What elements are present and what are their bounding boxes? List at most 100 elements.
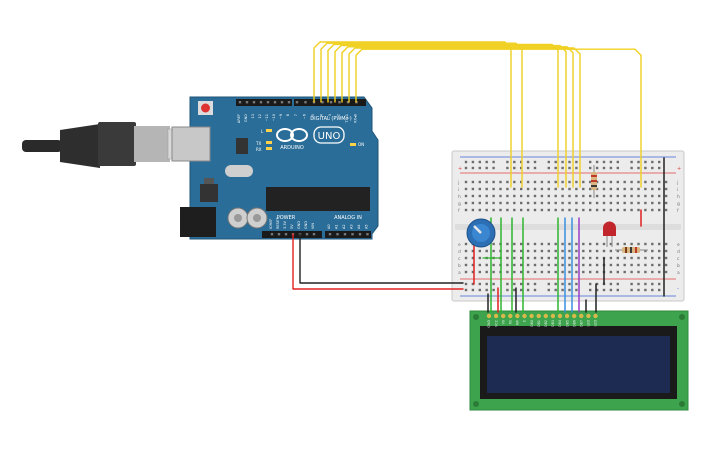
rail-hole[interactable] — [644, 160, 647, 164]
lcd-pin[interactable] — [501, 313, 506, 319]
breadboard-hole[interactable] — [533, 208, 537, 212]
breadboard-hole[interactable] — [464, 270, 468, 274]
breadboard-hole[interactable] — [582, 242, 585, 246]
rail-hole[interactable] — [602, 160, 606, 164]
breadboard-hole[interactable] — [478, 256, 481, 260]
breadboard-hole[interactable] — [651, 180, 654, 184]
breadboard-hole[interactable] — [664, 256, 668, 260]
breadboard-hole[interactable] — [540, 187, 544, 191]
breadboard-hole[interactable] — [471, 263, 475, 267]
breadboard-hole[interactable] — [520, 249, 523, 253]
rail-hole[interactable] — [630, 160, 633, 164]
breadboard-hole[interactable] — [533, 180, 537, 184]
breadboard-hole[interactable] — [506, 180, 509, 184]
breadboard-hole[interactable] — [547, 242, 550, 246]
breadboard-hole[interactable] — [547, 201, 550, 205]
breadboard-hole[interactable] — [623, 180, 626, 184]
rail-hole[interactable] — [602, 166, 606, 170]
breadboard-hole[interactable] — [589, 180, 592, 184]
breadboard-hole[interactable] — [644, 187, 647, 191]
breadboard-hole[interactable] — [540, 242, 544, 246]
breadboard-hole[interactable] — [623, 270, 626, 274]
power-pin[interactable] — [270, 233, 274, 236]
lcd-pin[interactable] — [586, 313, 591, 319]
breadboard-hole[interactable] — [637, 256, 640, 260]
breadboard-hole[interactable] — [561, 242, 564, 246]
breadboard-hole[interactable] — [533, 270, 537, 274]
digital-pin[interactable] — [304, 101, 307, 104]
rail-hole[interactable] — [554, 282, 557, 286]
breadboard-hole[interactable] — [651, 270, 654, 274]
potentiometer[interactable] — [466, 218, 496, 248]
breadboard-hole[interactable] — [478, 270, 481, 274]
breadboard-hole[interactable] — [547, 263, 550, 267]
breadboard-hole[interactable] — [485, 249, 488, 253]
breadboard-hole[interactable] — [609, 201, 613, 205]
breadboard-hole[interactable] — [582, 187, 585, 191]
lcd-pin[interactable] — [557, 313, 563, 319]
breadboard-hole[interactable] — [520, 194, 523, 198]
breadboard-hole[interactable] — [554, 194, 557, 198]
rail-hole[interactable] — [609, 166, 613, 170]
breadboard-hole[interactable] — [561, 180, 564, 184]
breadboard-hole[interactable] — [540, 194, 544, 198]
breadboard-hole[interactable] — [568, 249, 571, 253]
rail-hole[interactable] — [513, 288, 516, 292]
rail-hole[interactable] — [478, 166, 481, 170]
breadboard-hole[interactable] — [513, 270, 516, 274]
breadboard-hole[interactable] — [575, 187, 578, 191]
breadboard-hole[interactable] — [602, 194, 606, 198]
digital-pin[interactable] — [245, 101, 249, 104]
breadboard-hole[interactable] — [478, 208, 481, 212]
rail-hole[interactable] — [616, 160, 619, 164]
breadboard-hole[interactable] — [568, 201, 571, 205]
rail-hole[interactable] — [595, 282, 599, 286]
rail-hole[interactable] — [492, 288, 495, 292]
rail-hole[interactable] — [568, 166, 571, 170]
rail-hole[interactable] — [616, 288, 619, 292]
breadboard-hole[interactable] — [568, 242, 571, 246]
digital-pin[interactable] — [287, 101, 291, 104]
breadboard-hole[interactable] — [485, 208, 488, 212]
lcd-pin[interactable] — [579, 313, 584, 319]
breadboard-hole[interactable] — [568, 180, 571, 184]
breadboard-hole[interactable] — [623, 208, 626, 212]
rail-hole[interactable] — [464, 288, 468, 292]
breadboard-hole[interactable] — [492, 270, 495, 274]
breadboard-hole[interactable] — [595, 180, 599, 184]
rail-hole[interactable] — [513, 166, 516, 170]
breadboard-hole[interactable] — [513, 201, 516, 205]
breadboard-hole[interactable] — [658, 270, 661, 274]
breadboard-hole[interactable] — [630, 194, 633, 198]
digital-pin[interactable] — [259, 101, 263, 104]
rail-hole[interactable] — [547, 166, 550, 170]
rail-hole[interactable] — [513, 282, 516, 286]
rail-hole[interactable] — [554, 166, 557, 170]
breadboard-hole[interactable] — [623, 256, 626, 260]
breadboard-hole[interactable] — [575, 242, 578, 246]
breadboard-hole[interactable] — [658, 201, 661, 205]
breadboard-hole[interactable] — [554, 242, 557, 246]
digital-pin[interactable] — [329, 101, 333, 104]
rail-hole[interactable] — [506, 160, 509, 164]
breadboard-hole[interactable] — [616, 249, 619, 253]
rail-hole[interactable] — [520, 282, 523, 286]
breadboard-hole[interactable] — [499, 194, 502, 198]
rail-hole[interactable] — [658, 282, 661, 286]
breadboard-hole[interactable] — [554, 263, 557, 267]
rail-hole[interactable] — [485, 282, 488, 286]
breadboard-hole[interactable] — [506, 187, 509, 191]
rail-hole[interactable] — [554, 160, 557, 164]
breadboard-hole[interactable] — [630, 201, 633, 205]
rail-hole[interactable] — [513, 160, 516, 164]
breadboard-hole[interactable] — [651, 208, 654, 212]
breadboard-hole[interactable] — [492, 263, 495, 267]
breadboard-hole[interactable] — [664, 242, 668, 246]
breadboard-hole[interactable] — [526, 187, 530, 191]
rail-hole[interactable] — [575, 166, 578, 170]
breadboard-hole[interactable] — [609, 194, 613, 198]
rail-hole[interactable] — [616, 282, 619, 286]
breadboard-hole[interactable] — [526, 263, 530, 267]
breadboard-hole[interactable] — [602, 208, 606, 212]
breadboard-hole[interactable] — [464, 194, 468, 198]
